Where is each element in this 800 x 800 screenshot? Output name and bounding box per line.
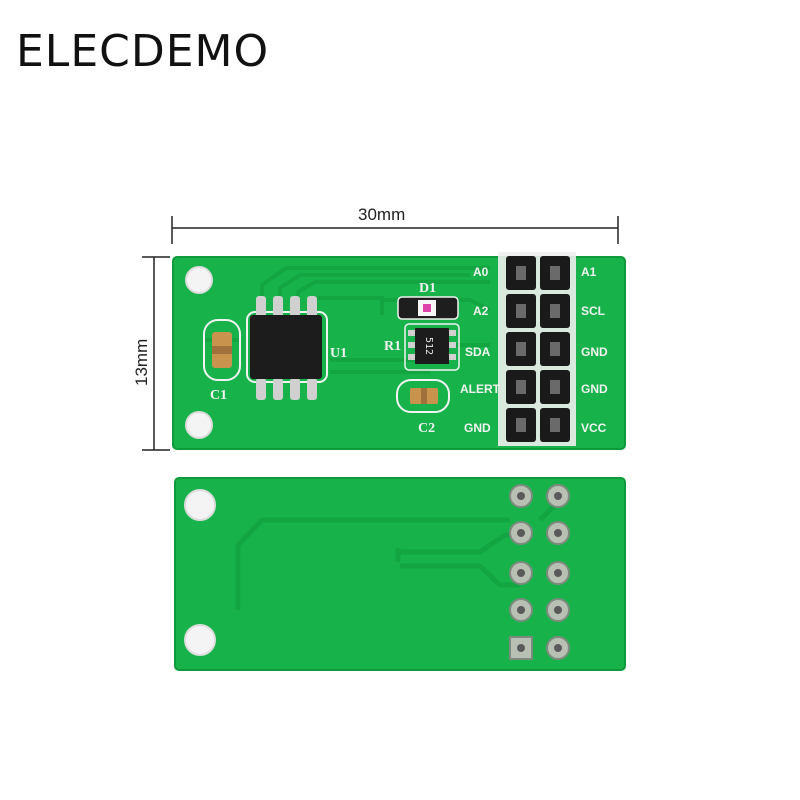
solder-pads bbox=[509, 484, 570, 660]
width-dimension: 30mm bbox=[171, 205, 619, 244]
width-label: 30mm bbox=[358, 205, 405, 224]
pin-label-alert: ALERT bbox=[460, 382, 501, 396]
pin-header bbox=[498, 252, 576, 446]
pin-label-a1: A1 bbox=[581, 265, 597, 279]
pin-label-gnd-2: GND bbox=[581, 382, 608, 396]
mounting-hole bbox=[184, 624, 216, 656]
pin-labels-right: A1 SCL GND GND VCC bbox=[581, 265, 608, 435]
pin-label-gnd-1: GND bbox=[581, 345, 608, 359]
c1-label: C1 bbox=[210, 388, 227, 403]
mounting-hole bbox=[184, 489, 216, 521]
brand-logo: ELECDEMO bbox=[16, 26, 270, 77]
height-dimension: 13mm bbox=[132, 256, 170, 451]
d1-label: D1 bbox=[419, 281, 436, 296]
capacitor-c2: C2 bbox=[396, 379, 450, 436]
pcb-back bbox=[174, 477, 626, 671]
height-label: 13mm bbox=[132, 339, 151, 386]
resistor-code: 512 bbox=[423, 337, 434, 355]
r1-label: R1 bbox=[384, 339, 401, 354]
u1-label: U1 bbox=[330, 346, 347, 361]
pin-label-sda: SDA bbox=[465, 345, 491, 359]
pcb-front: C1 U1 D1 R1 bbox=[172, 252, 626, 450]
pin-label-a2: A2 bbox=[473, 304, 489, 318]
pin-label-a0: A0 bbox=[473, 265, 489, 279]
chip-u1: U1 bbox=[246, 296, 347, 400]
pin-label-gnd-left: GND bbox=[464, 421, 491, 435]
c2-label: C2 bbox=[418, 421, 435, 436]
resistor-r1: R1 512 bbox=[384, 323, 460, 371]
pin-label-scl: SCL bbox=[581, 304, 605, 318]
mounting-hole bbox=[185, 266, 213, 294]
pin-labels-left: A0 A2 SDA ALERT GND bbox=[460, 265, 501, 435]
led-d1: D1 bbox=[397, 281, 459, 320]
capacitor-c1: C1 bbox=[203, 319, 241, 403]
mounting-hole bbox=[185, 411, 213, 439]
pin-label-vcc: VCC bbox=[581, 421, 607, 435]
